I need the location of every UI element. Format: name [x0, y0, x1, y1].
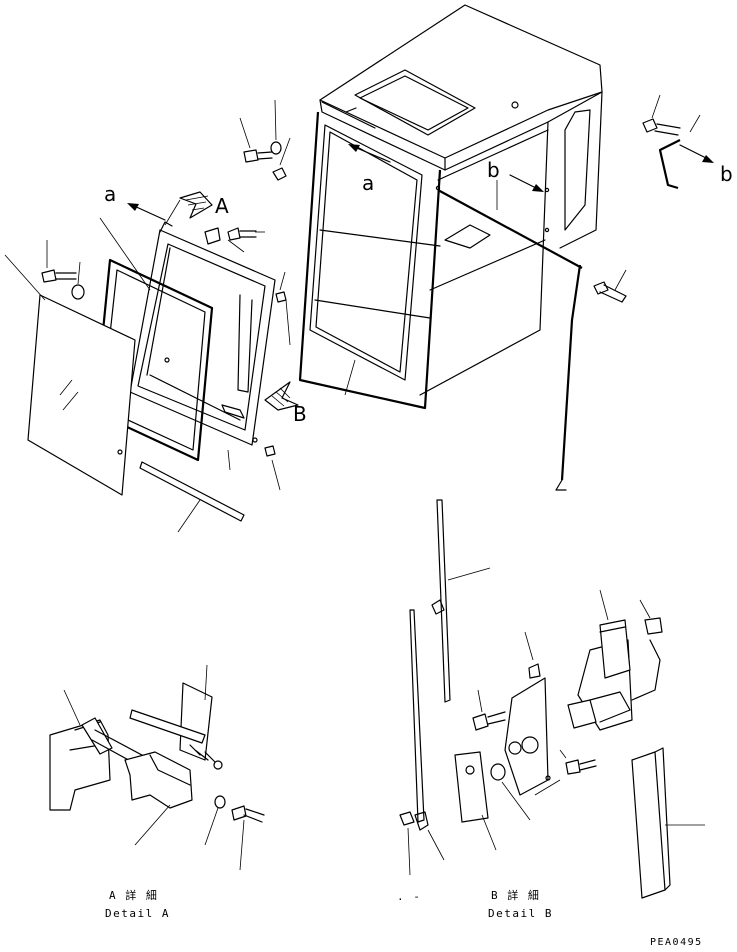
bolt-top: [239, 117, 273, 163]
leader-glass: [4, 254, 46, 301]
leader-cab-seal: [344, 359, 356, 396]
label-b-cab: b: [487, 158, 500, 182]
view-arrow-B: [264, 381, 299, 411]
bolt-latch: [227, 227, 265, 253]
label-b-right: b: [720, 162, 733, 186]
detail-a-parts: [49, 664, 265, 871]
bottom-strip: [139, 461, 245, 533]
cab-body: [298, 4, 603, 410]
caption-detail-a-en: Detail A: [105, 907, 170, 920]
arrow-b-cab: [509, 174, 544, 192]
washer-top: [270, 99, 282, 155]
label-a-cab: a: [362, 171, 375, 195]
drawing-code: PEA0495: [650, 937, 703, 948]
stay-rod: [437, 189, 583, 491]
label-a-top-left: a: [104, 182, 117, 206]
hook-b: [642, 94, 714, 190]
leader-frame-bottom: [227, 449, 231, 471]
arrow-a-cab: [348, 144, 391, 163]
latch-clip: [204, 227, 221, 245]
door-glass: [27, 294, 136, 496]
nut-bottom: [264, 445, 281, 491]
caption-detail-b-jp: B 詳 細: [491, 889, 541, 902]
leader-frame: [164, 199, 181, 226]
nut-side: [275, 271, 291, 346]
caption-small-dash: . -: [397, 890, 422, 903]
nut-top: [272, 137, 291, 181]
detail-b-parts: [399, 499, 705, 899]
bolt-upper-left: [41, 240, 77, 283]
leader-seal: [99, 217, 151, 291]
bolt-stay: [593, 269, 627, 303]
label-view-A: A: [215, 194, 229, 218]
washer-upper-left: [71, 261, 85, 300]
label-view-B: B: [293, 402, 307, 426]
caption-detail-a-jp: A 詳 細: [109, 889, 159, 902]
view-arrow-A: [179, 191, 213, 219]
door-frame: [129, 221, 276, 446]
arrow-a-left: [127, 203, 166, 221]
caption-detail-b-en: Detail B: [488, 907, 553, 920]
